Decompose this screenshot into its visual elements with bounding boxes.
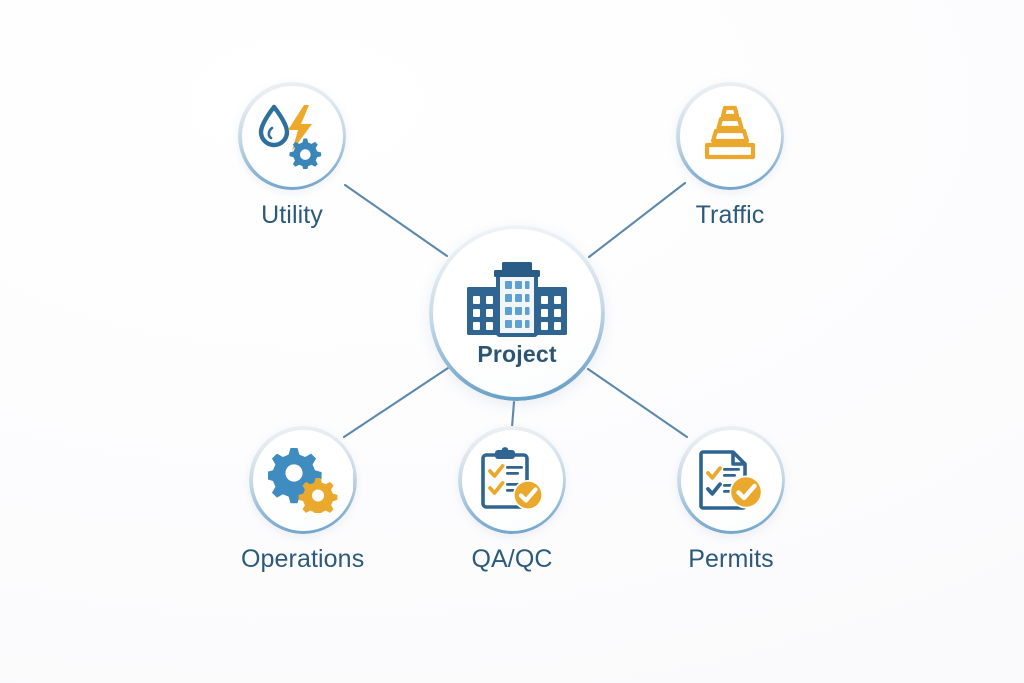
node-traffic-label: Traffic bbox=[695, 201, 765, 229]
document-checklist-check-icon bbox=[697, 448, 765, 512]
node-qaqc[interactable]: QA/QC bbox=[458, 426, 566, 574]
node-utility-label: Utility bbox=[261, 201, 323, 229]
node-permits-label: Permits bbox=[688, 545, 774, 573]
two-gears-icon bbox=[267, 447, 338, 513]
node-qaqc-label: QA/QC bbox=[471, 545, 553, 573]
node-utility-circle[interactable] bbox=[238, 82, 346, 190]
node-qaqc-circle[interactable] bbox=[458, 426, 566, 534]
node-operations-label: Operations bbox=[241, 545, 365, 573]
node-operations-circle[interactable] bbox=[248, 426, 357, 534]
node-traffic[interactable]: Traffic bbox=[676, 82, 784, 230]
connector-hub-to-qaqc bbox=[510, 400, 516, 429]
node-project-circle[interactable]: Project bbox=[429, 225, 605, 401]
node-project[interactable]: Project bbox=[429, 225, 605, 401]
node-traffic-circle[interactable] bbox=[676, 82, 784, 190]
office-building-icon bbox=[465, 259, 569, 337]
water-drop-lightning-gear-icon bbox=[256, 103, 328, 169]
traffic-cone-icon bbox=[697, 105, 763, 167]
node-utility[interactable]: Utility bbox=[238, 82, 346, 230]
node-project-label: Project bbox=[477, 340, 557, 367]
node-permits[interactable]: Permits bbox=[677, 426, 785, 574]
node-operations[interactable]: Operations bbox=[241, 426, 364, 574]
clipboard-checklist-check-icon bbox=[478, 447, 546, 513]
node-permits-circle[interactable] bbox=[677, 426, 785, 534]
